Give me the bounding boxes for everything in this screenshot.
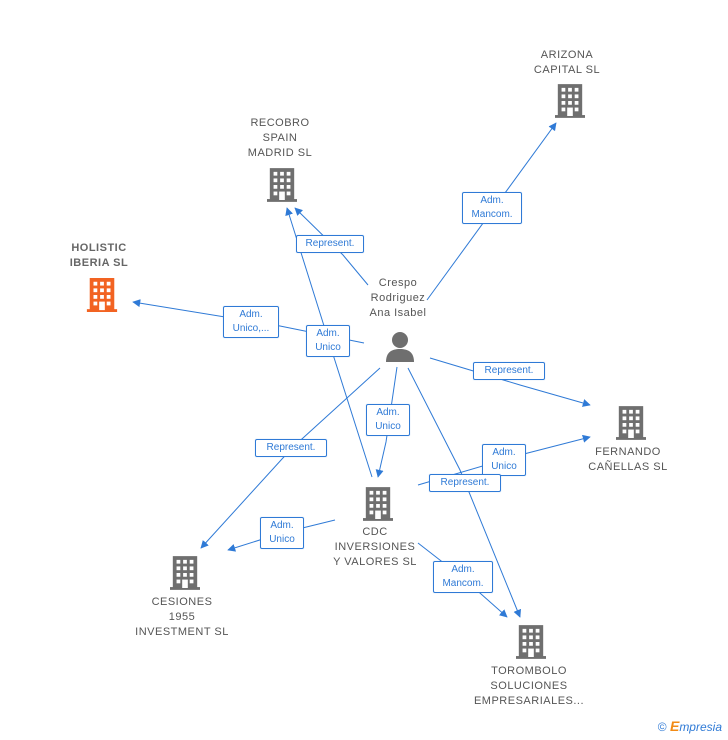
edge-label-cesiones-from-cdc: Adm. Unico <box>260 517 304 549</box>
edge-label-holistic: Adm. Unico,... <box>223 306 279 338</box>
building-icon[interactable] <box>267 168 297 202</box>
edge-label-fernando-from-cdc: Adm. Unico <box>482 444 526 476</box>
building-icon[interactable] <box>170 556 200 590</box>
node-label-cesiones[interactable]: CESIONES 1955 INVESTMENT SL <box>135 596 229 638</box>
edge-label-cdc-from-person: Adm. Unico <box>366 404 410 436</box>
edge-label-arizona: Adm. Mancom. <box>462 192 522 224</box>
building-icon[interactable] <box>86 278 118 312</box>
node-label-torombolo[interactable]: TOROMBOLO SOLUCIONES EMPRESARIALES... <box>473 665 585 707</box>
building-icon[interactable] <box>555 84 585 118</box>
brand-logo: E <box>669 718 680 734</box>
copyright-icon: © <box>657 720 667 734</box>
node-label-cdc[interactable]: CDC INVERSIONES Y VALORES SL <box>333 526 417 568</box>
node-icons <box>86 84 646 659</box>
person-icon[interactable] <box>386 332 414 362</box>
edge-person-fernando <box>429 357 591 407</box>
footer-brand: © Empresia <box>658 718 722 734</box>
edge-person-torombolo <box>407 367 521 618</box>
building-icon[interactable] <box>516 625 546 659</box>
edge-label-cesiones-from-person: Represent. <box>255 439 327 457</box>
node-label-arizona[interactable]: ARIZONA CAPITAL SL <box>533 49 601 76</box>
building-icon[interactable] <box>616 406 646 440</box>
node-label-recobro[interactable]: RECOBRO SPAIN MADRID SL <box>247 117 313 159</box>
brand-text: mpresia <box>679 720 722 734</box>
edge-person-cdc <box>375 366 398 478</box>
edge-person-recobro <box>294 207 369 286</box>
building-icon[interactable] <box>363 487 393 521</box>
edge-label-torombolo-from-person: Represent. <box>429 474 501 492</box>
node-label-holistic[interactable]: HOLISTIC IBERIA SL <box>69 242 129 269</box>
edge-label-recobro: Represent. <box>296 235 364 253</box>
edge-label-torombolo-from-cdc: Adm. Mancom. <box>433 561 493 593</box>
edge-label-fernando-from-person: Represent. <box>473 362 545 380</box>
node-label-person[interactable]: Crespo Rodriguez Ana Isabel <box>369 277 427 319</box>
edge-label-recobro-from-cdc: Adm. Unico <box>306 325 350 357</box>
node-label-fernando[interactable]: FERNANDO CAÑELLAS SL <box>588 446 668 473</box>
